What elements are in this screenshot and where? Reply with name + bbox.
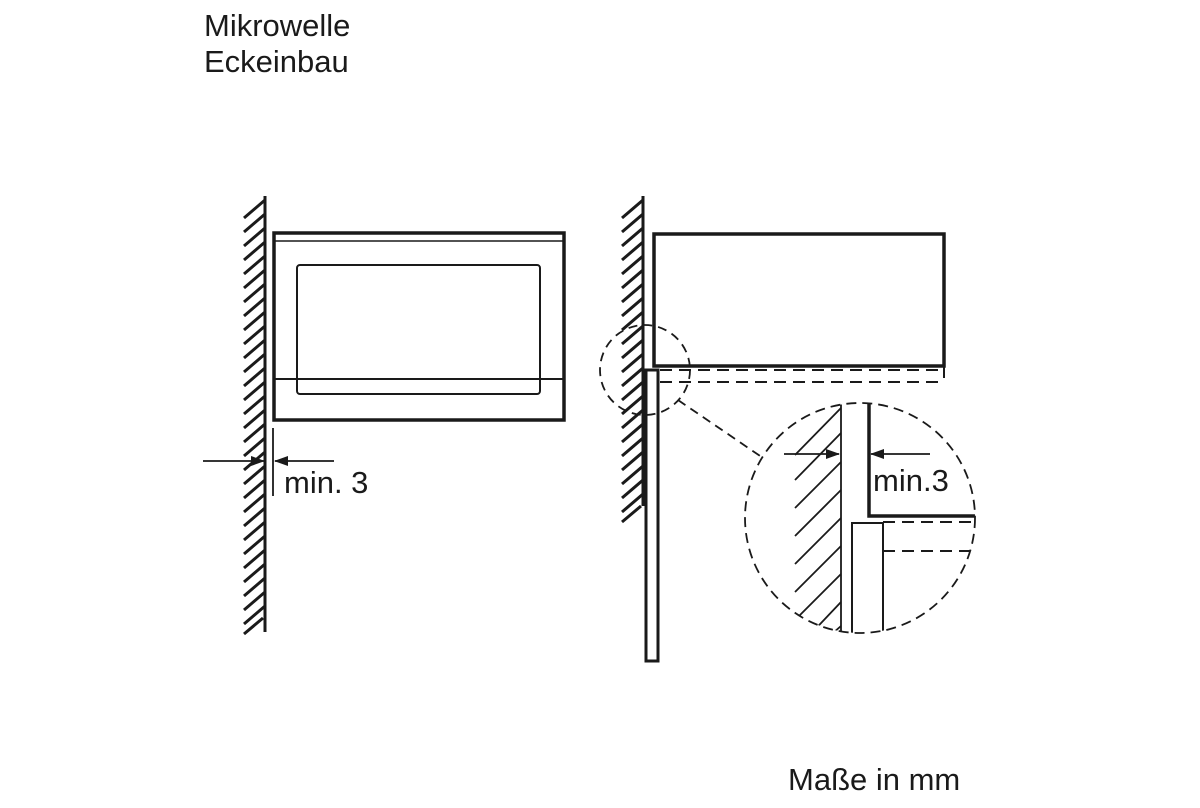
microwave-front xyxy=(272,231,566,422)
gap-label-detail: min.3 xyxy=(873,463,949,498)
cabinet-side-panel xyxy=(644,368,660,663)
wall-hatching-left xyxy=(243,196,267,636)
wall-hatching-right xyxy=(621,196,645,524)
side-view: min.3 xyxy=(599,196,976,663)
units-note: Maße in mm xyxy=(788,762,961,797)
gap-label-left: min. 3 xyxy=(284,465,368,500)
cabinet-top-dashed xyxy=(660,366,945,383)
detail-wall-hatching xyxy=(794,403,842,633)
detail-marker-circle xyxy=(599,324,691,416)
title-line-1: Mikrowelle xyxy=(204,8,351,43)
gap-dimension-left xyxy=(203,428,334,496)
diagram-title: Mikrowelle Eckeinbau xyxy=(204,8,350,80)
detail-leader-line xyxy=(677,399,767,461)
detail-view: min.3 xyxy=(744,402,976,634)
detail-circle xyxy=(744,402,976,634)
title-line-2: Eckeinbau xyxy=(204,44,349,79)
front-view: min. 3 xyxy=(203,196,566,636)
microwave-side xyxy=(652,232,946,368)
